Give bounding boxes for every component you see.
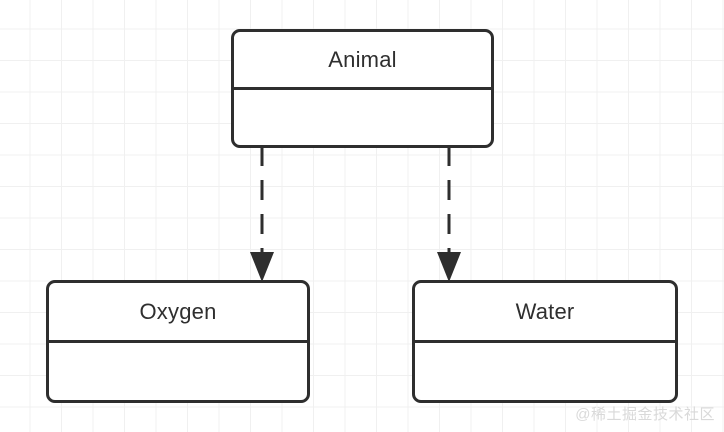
uml-class-animal-attributes xyxy=(234,90,491,145)
connector-animal-to-oxygen[interactable] xyxy=(250,146,274,282)
uml-class-water-attributes xyxy=(415,343,675,400)
uml-class-oxygen-name: Oxygen xyxy=(49,283,307,343)
connector-animal-to-water[interactable] xyxy=(437,146,461,282)
connector-animal-to-oxygen-arrowhead xyxy=(250,252,274,282)
uml-class-water-name: Water xyxy=(415,283,675,343)
connector-animal-to-water-arrowhead xyxy=(437,252,461,282)
uml-class-water[interactable]: Water xyxy=(412,280,678,403)
uml-class-animal[interactable]: Animal xyxy=(231,29,494,148)
uml-class-animal-name: Animal xyxy=(234,32,491,90)
uml-class-oxygen-attributes xyxy=(49,343,307,400)
uml-class-oxygen[interactable]: Oxygen xyxy=(46,280,310,403)
watermark-text: @稀土掘金技术社区 xyxy=(575,406,715,423)
